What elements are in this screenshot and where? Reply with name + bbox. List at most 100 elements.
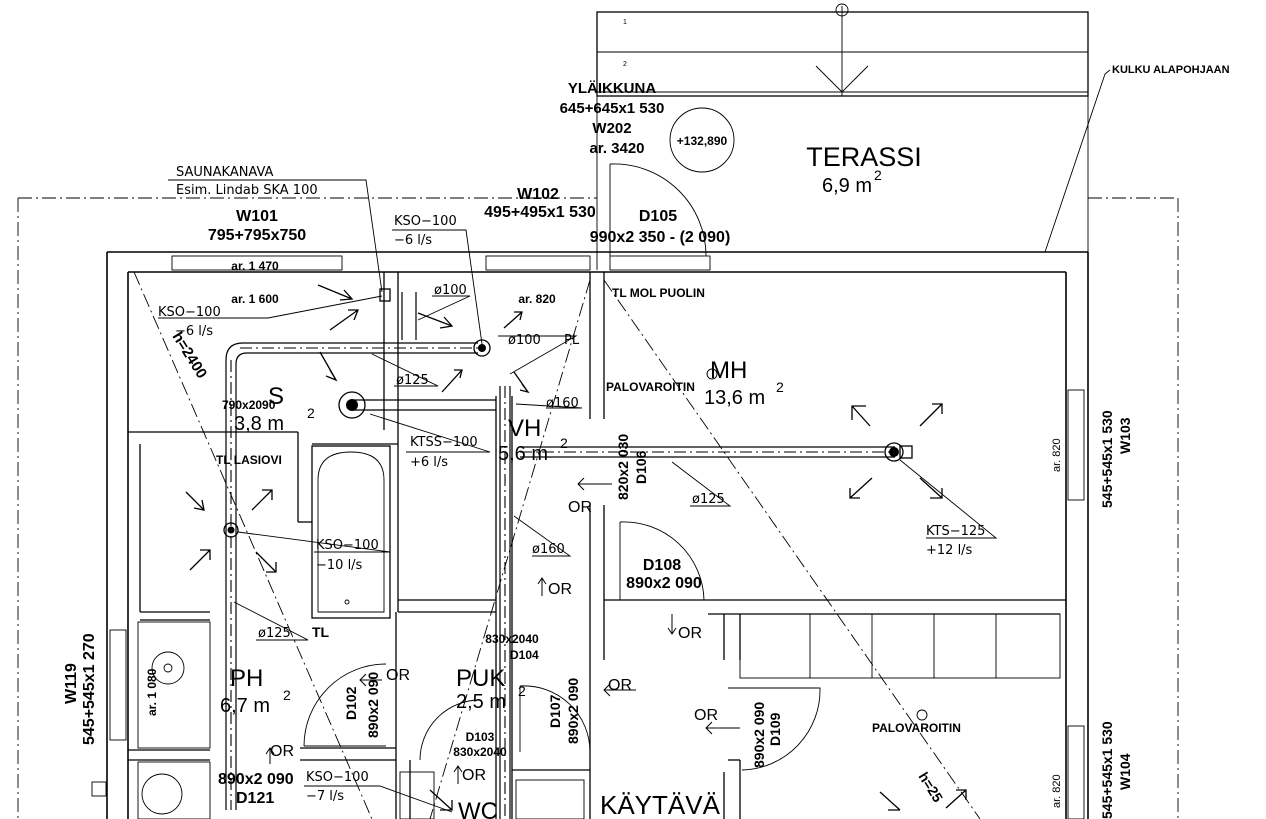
room-name-kaytava: KÄYTÄVÄ [600,790,721,819]
ar-1470: ar. 1 470 [231,259,279,273]
floor-mark-2: 2 [623,61,627,68]
ar-1600: ar. 1 600 [231,292,279,306]
room-area-mh-sup: 2 [776,379,784,395]
vent-kso-ph-flow: −10 l/s [316,558,363,573]
slope-lines [133,271,981,819]
ceiling-height-hall: h=25 [915,769,946,805]
d102-size: 890x2 090 [365,672,381,738]
bathtub [311,445,391,619]
sinks [137,621,585,819]
d106-size: 820x2 030 [615,434,631,500]
w102-size: 495+495x1 530 [484,204,596,221]
w202-code: W202 [592,120,631,137]
vent-kso-ph-code: KSO−100 [316,538,379,553]
or-label-4: OR [386,667,410,684]
room-area-puk-sup: 2 [518,683,526,699]
or-label-2: OR [548,581,572,598]
w101-code: W101 [236,208,278,225]
d104-code: D104 [510,648,539,662]
w103-size: 545+545x1 530 [1099,410,1115,508]
w104-code: W104 [1117,753,1133,790]
tl-label: TL [312,624,330,640]
leader-lines [158,179,998,813]
w104-size: 545+545x1 530 [1099,721,1115,819]
d-790-label: 790x2090 [222,398,276,412]
door-swings [303,163,821,771]
d108-code: D108 [643,557,681,574]
d121-code: D121 [236,790,274,807]
vent-ktss-flow: +6 l/s [410,455,448,470]
d103-size: 830x2040 [453,745,507,759]
ar-820-w104: ar. 820 [1051,774,1063,808]
d107-code: D107 [547,694,563,728]
w103-code: W103 [1117,417,1133,454]
vent-kso-s-code: KSO−100 [158,305,221,320]
diameter-125-b: ø125 [692,492,725,507]
ar-820-top: ar. 820 [518,292,556,306]
room-area-s-sup: 2 [307,405,315,421]
or-label-3: OR [678,625,702,642]
room-area-vh: 5,6 m [498,443,548,465]
or-label-5: OR [608,677,632,694]
w119-code: W119 [63,663,80,704]
room-area-vh-sup: 2 [560,435,568,451]
diameter-125-c: ø125 [258,626,291,641]
sauna-duct-label: SAUNAKANAVA [176,165,274,180]
vent-kso-top-code: KSO−100 [394,214,457,229]
room-name-s: S [268,383,284,410]
room-name-vh: VH [508,415,541,442]
d109-code: D109 [767,712,783,746]
smoke-detector-mh: PALOVAROITIN [606,380,695,394]
tl-mol-puolin: TL MOL PUOLIN [612,286,705,300]
ar-1080: ar. 1 080 [145,668,159,716]
room-name-mh: MH [710,357,747,384]
w119-size: 545+545x1 270 [81,633,98,745]
d103-code: D103 [466,730,495,744]
floor-mark-1: 1 [623,19,627,26]
vent-ktss-code: KTSS−100 [410,435,478,450]
or-arrows [265,477,740,784]
ar-820-w103: ar. 820 [1051,438,1063,472]
room-area-ph: 6,7 m [220,695,270,717]
or-label-7: OR [270,743,294,760]
vent-kso-s-flow: −6 l/s [175,324,213,339]
sauna-duct-model: Esim. Lindab SKA 100 [176,183,318,198]
vent-kts-flow: +12 l/s [926,543,973,558]
d109-size: 890x2 090 [751,702,767,768]
d121-size: 890x2 090 [218,771,294,788]
or-label-8: OR [462,767,486,784]
vent-kso-wc-flow: −7 l/s [306,789,344,804]
w202-size: 645+645x1 530 [560,100,665,117]
room-name-terassi: TERASSI [806,142,922,172]
elevation-label: +132,890 [677,134,728,148]
d107-size: 890x2 090 [565,678,581,744]
ducts [223,288,928,819]
or-label-1: OR [568,499,592,516]
room-name-ph: PH [230,665,263,692]
diameter-160-b: ø160 [532,542,565,557]
w202-ar: ar. 3420 [589,140,644,157]
d105-size: 990x2 350 - (2 090) [590,229,731,246]
d108-size: 890x2 090 [626,575,702,592]
vent-kso-wc-code: KSO−100 [306,770,369,785]
room-area-terassi: 6,9 m [822,175,872,197]
room-area-puk: 2,5 m [456,691,506,713]
smoke-detector-hall: PALOVAROITIN [872,721,961,735]
room-name-wc: WC [458,798,498,819]
diameter-100-b: ø100 [508,333,541,348]
diameter-100-a: ø100 [434,283,467,298]
room-area-ph-sup: 2 [283,687,291,703]
walls [91,251,1089,819]
w202-label-1: YLÄIKKUNA [568,80,656,97]
d105-code: D105 [639,208,677,225]
d104-size: 830x2040 [485,632,539,646]
w101-size: 795+795x750 [208,227,306,244]
diameter-160-a: ø160 [546,396,579,411]
d106-code: D106 [633,450,649,484]
room-name-puk: PUK [456,665,505,692]
roof-outline [17,197,1179,819]
room-area-s: 3,8 m [234,413,284,435]
vent-kso-top-flow: −6 l/s [394,233,432,248]
terrace-structure [596,3,1111,270]
